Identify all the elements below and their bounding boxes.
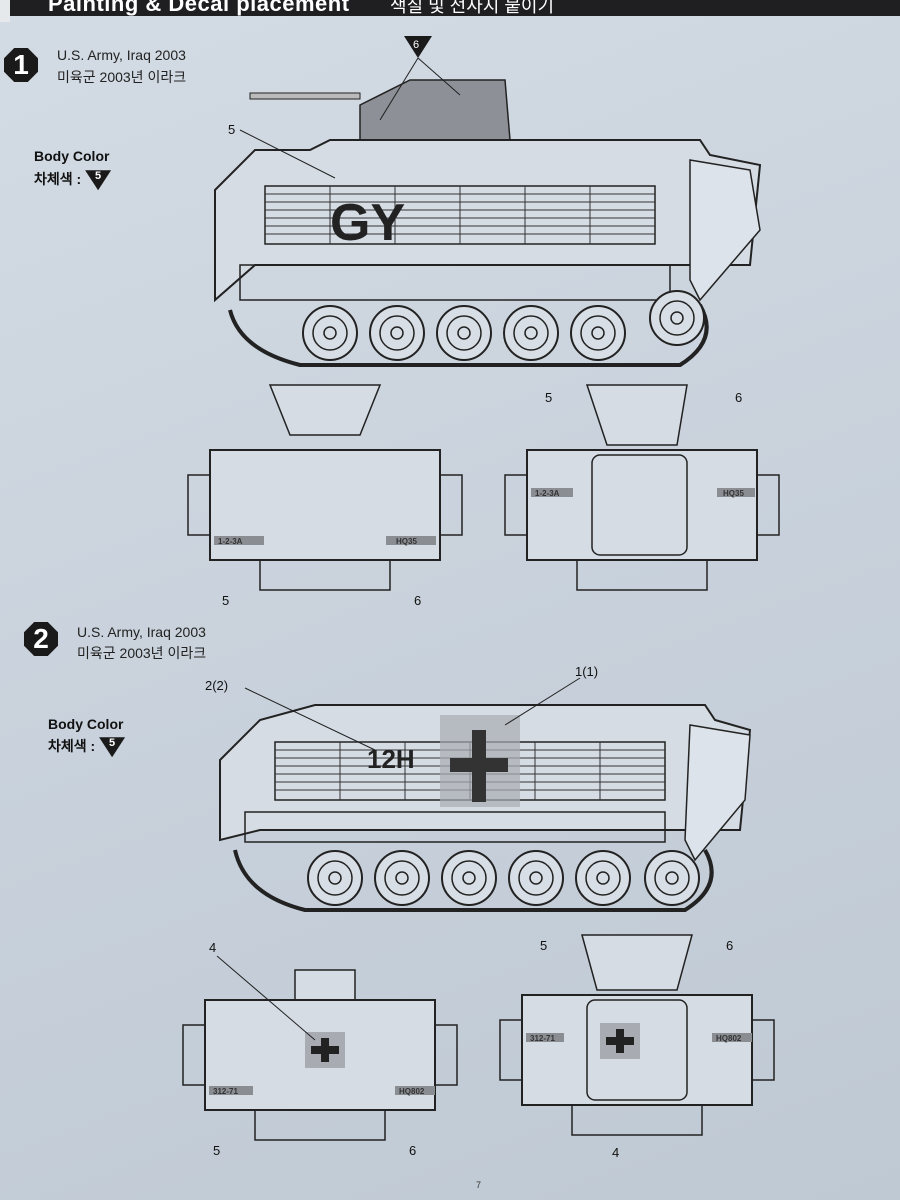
plate-left: 312-71	[213, 1087, 238, 1096]
body-color-label-ko: 차체색 :	[48, 738, 96, 754]
plate-right: HQ35	[396, 537, 417, 546]
version-2-body-color: 차체색 : 5	[48, 736, 126, 758]
version-1-body-color: 차체색 : 5	[34, 169, 112, 191]
version-1-name-ko: 미육군 2003년 이라크	[57, 69, 187, 85]
version-1-front-view: 1-2-3A HQ35 5 6	[187, 384, 463, 608]
plate-left: 1-2-3A	[535, 489, 560, 498]
version-1-rear-view: 1-2-3A HQ35 5 6	[504, 384, 780, 591]
plate-left: 312-71	[530, 1034, 555, 1043]
plate-right: HQ35	[723, 489, 744, 498]
plate-right: HQ802	[716, 1034, 742, 1043]
version-1-body-color-label: Body Color	[34, 148, 110, 164]
body-color-label-ko: 차체색 :	[34, 171, 82, 187]
callout-4: 4	[612, 1145, 619, 1160]
version-2-side-view: 12H 2(2) 1(1)	[205, 664, 752, 912]
header-title: Painting & Decal placement	[48, 0, 350, 16]
version-2-body-color-label: Body Color	[48, 716, 124, 732]
callout-2-2: 2(2)	[205, 678, 228, 693]
version-1-badge: 1	[4, 48, 38, 82]
version-1-side-view: GY 6 5	[214, 36, 762, 367]
version-2-name-ko: 미육군 2003년 이라크	[77, 645, 207, 661]
hull-marking-12h: 12H	[367, 744, 415, 774]
version-2-rear-view: 312-71 HQ802 5 6 4	[499, 934, 775, 1160]
callout-6: 6	[735, 390, 742, 405]
header-title-ko: 색칠 및 전사지 붙이기	[390, 0, 555, 16]
header-tab	[0, 0, 10, 22]
turret-color-code: 6	[413, 39, 419, 51]
callout-4: 4	[209, 940, 216, 955]
callout-1-1: 1(1)	[575, 664, 598, 679]
version-2-badge: 2	[24, 622, 58, 656]
plate-right: HQ802	[399, 1087, 425, 1096]
version-2-name: U.S. Army, Iraq 2003	[77, 624, 206, 640]
plate-left: 1-2-3A	[218, 537, 243, 546]
version-2-front-view: 312-71 HQ802 4 5 6	[182, 940, 458, 1158]
callout-5: 5	[213, 1143, 220, 1158]
callout-5: 5	[228, 122, 235, 137]
hull-marking-gy: GY	[330, 194, 405, 252]
callout-5: 5	[540, 938, 547, 953]
section-header: Painting & Decal placement 색칠 및 전사지 붙이기	[0, 0, 900, 22]
callout-6: 6	[409, 1143, 416, 1158]
callout-6: 6	[414, 593, 421, 608]
callout-6: 6	[726, 938, 733, 953]
callout-5: 5	[545, 390, 552, 405]
callout-5: 5	[222, 593, 229, 608]
page-number: 7	[476, 1180, 482, 1190]
version-1-name: U.S. Army, Iraq 2003	[57, 47, 186, 63]
